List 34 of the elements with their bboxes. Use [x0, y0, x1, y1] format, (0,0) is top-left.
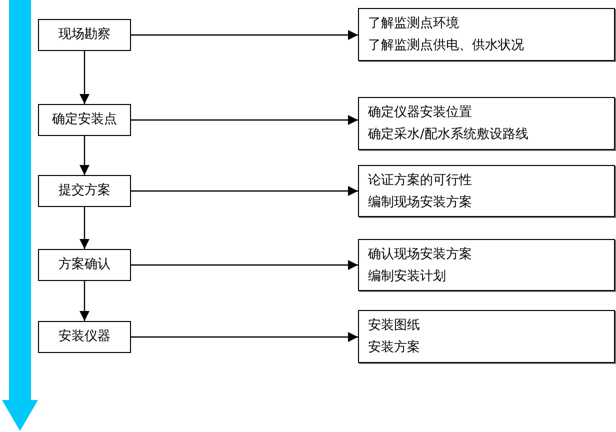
note-box — [358, 8, 615, 61]
note-text: 了解监测点供电、供水状况 — [368, 37, 525, 55]
step-box — [38, 175, 131, 207]
arrow — [80, 136, 90, 175]
note-text: 确定采水/配水系统敷设路线 — [368, 126, 530, 144]
arrow — [131, 186, 358, 196]
note-box — [358, 97, 615, 150]
note-text: 安装图纸 — [368, 317, 421, 335]
note-text: 确定仪器安装位置 — [368, 104, 473, 122]
note-text: 安装方案 — [368, 339, 421, 357]
step-box — [38, 104, 131, 136]
arrow — [80, 207, 90, 249]
step-label: 现场勘察 — [58, 27, 110, 43]
step-box — [38, 19, 131, 51]
step-label: 方案确认 — [58, 257, 110, 273]
note-text: 编制现场安装方案 — [368, 194, 473, 212]
arrow — [131, 115, 358, 125]
note-text: 论证方案的可行性 — [368, 172, 473, 190]
note-box — [358, 310, 615, 363]
step-label: 安装仪器 — [58, 329, 110, 345]
arrow — [131, 30, 358, 40]
arrow — [131, 260, 358, 270]
note-box — [358, 165, 615, 217]
step-box — [38, 249, 131, 281]
note-text: 编制安装计划 — [368, 268, 447, 286]
step-label: 确定安装点 — [52, 112, 117, 128]
step-label: 提交方案 — [58, 183, 110, 199]
note-text: 了解监测点环境 — [368, 15, 460, 33]
note-text: 确认现场安装方案 — [368, 246, 473, 264]
step-box — [38, 321, 131, 353]
note-box — [358, 239, 615, 291]
arrow — [80, 51, 90, 104]
arrow — [80, 281, 90, 321]
arrow — [131, 332, 358, 342]
